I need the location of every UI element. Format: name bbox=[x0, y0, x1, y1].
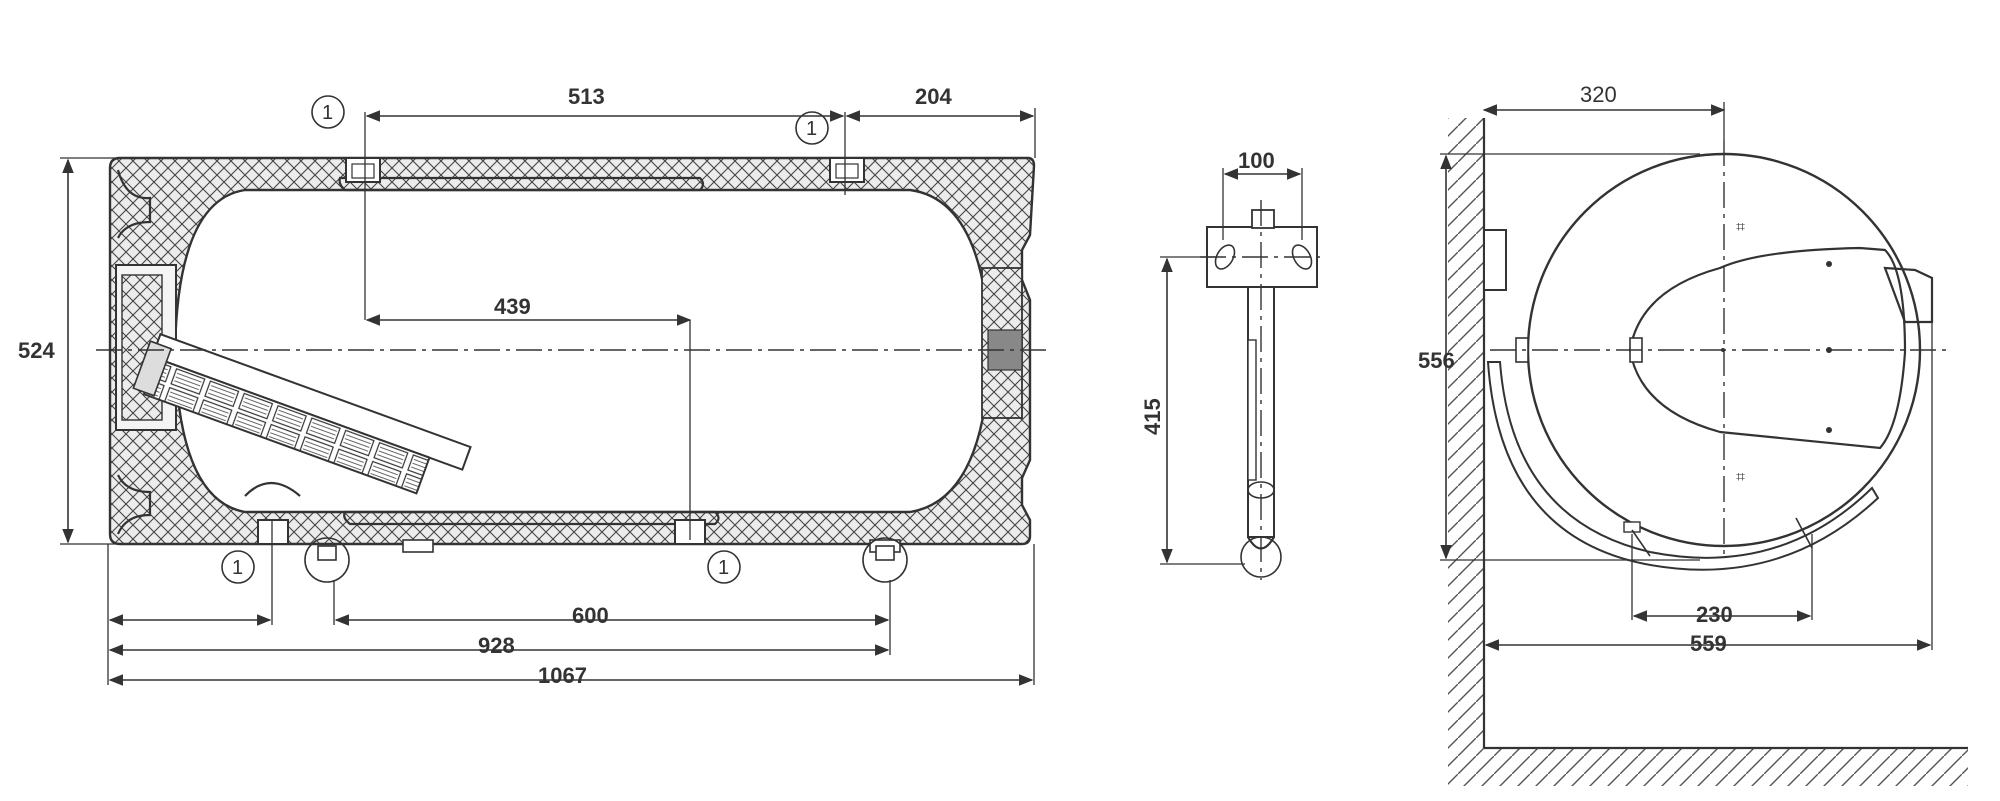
floor-hatch bbox=[1448, 748, 1968, 786]
bottom-nozzle-1 bbox=[257, 519, 289, 545]
control-knob bbox=[1883, 266, 1934, 324]
mount-foot-left bbox=[304, 537, 350, 583]
svg-text:1: 1 bbox=[806, 118, 817, 140]
wall-hatch bbox=[1448, 118, 1484, 748]
connection-marker-top-left: 1 bbox=[311, 95, 345, 129]
mounting-strap bbox=[1486, 361, 1880, 571]
side-view: 513 204 439 524 600 928 1067 1 bbox=[18, 84, 1050, 688]
bottom-slot bbox=[343, 510, 720, 526]
svg-text:1: 1 bbox=[322, 102, 333, 124]
connection-marker-bottom-left: 1 bbox=[221, 550, 255, 584]
dim-513: 513 bbox=[568, 84, 605, 109]
dim-204: 204 bbox=[915, 84, 952, 109]
dim-556: 556 bbox=[1418, 348, 1455, 373]
lower-bracket bbox=[116, 474, 152, 535]
dim-600: 600 bbox=[572, 603, 609, 628]
wall-plate bbox=[1483, 229, 1507, 291]
dim-230: 230 bbox=[1696, 602, 1733, 627]
svg-text:1: 1 bbox=[718, 557, 729, 579]
symbol-bottom: ⌗ bbox=[1736, 469, 1745, 486]
connection-marker-bottom-right: 1 bbox=[707, 550, 741, 584]
bracket-view: 100 415 bbox=[1140, 148, 1320, 580]
dim-100: 100 bbox=[1238, 148, 1275, 173]
dim-928: 928 bbox=[478, 633, 515, 658]
heating-element bbox=[132, 332, 472, 495]
foot-1 bbox=[402, 539, 434, 553]
inner-tank bbox=[173, 188, 992, 514]
dim-439: 439 bbox=[494, 294, 531, 319]
svg-text:1: 1 bbox=[232, 557, 243, 579]
dim-524: 524 bbox=[18, 338, 55, 363]
upper-bracket bbox=[116, 169, 152, 239]
mount-foot-right bbox=[862, 537, 908, 583]
dim-559: 559 bbox=[1690, 631, 1727, 656]
connection-marker-top-right: 1 bbox=[795, 111, 829, 145]
drain-outlet bbox=[244, 482, 301, 497]
dim-1067: 1067 bbox=[538, 663, 587, 688]
dim-415: 415 bbox=[1140, 398, 1165, 435]
symbol-top: ⌗ bbox=[1736, 219, 1745, 236]
end-view: ⌗ ⌗ 320 556 230 559 bbox=[1418, 82, 1968, 786]
dim-320: 320 bbox=[1580, 82, 1617, 107]
top-slot bbox=[338, 176, 705, 192]
mount-slot-left bbox=[1214, 244, 1236, 270]
mount-slot-right bbox=[1291, 244, 1313, 270]
